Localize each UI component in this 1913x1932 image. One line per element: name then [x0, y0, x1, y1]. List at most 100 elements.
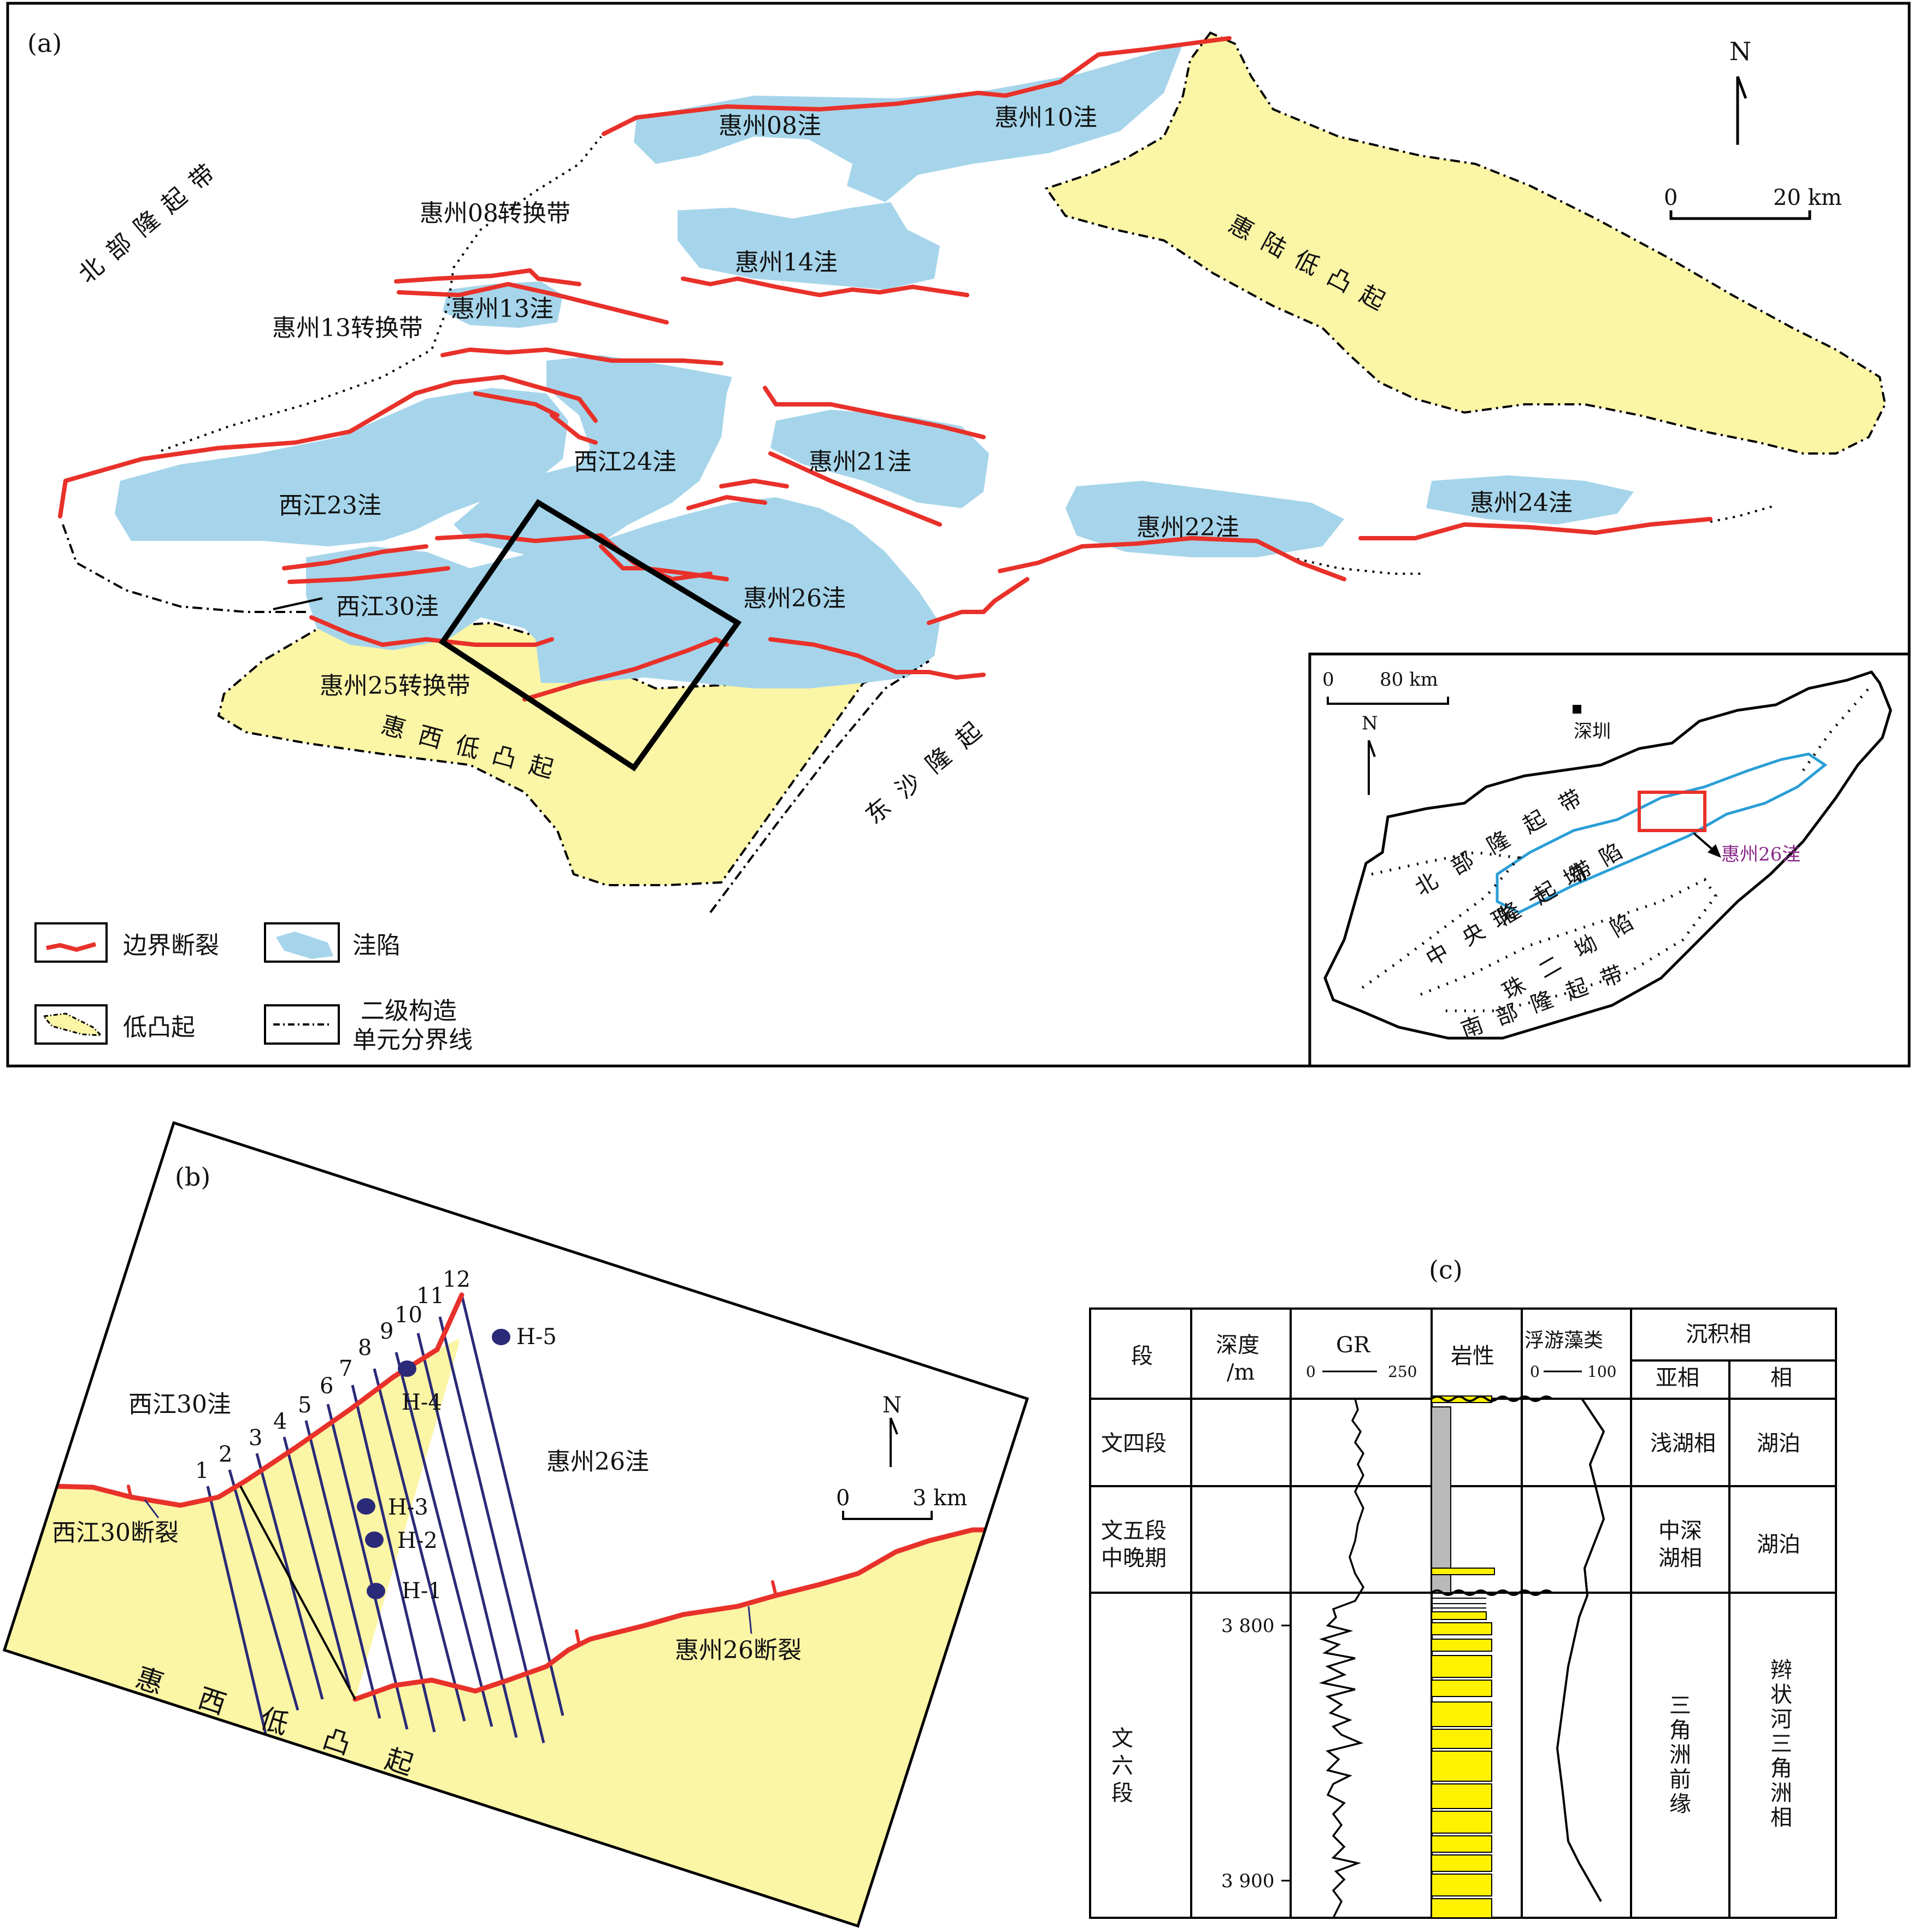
well-h5-marker	[492, 1329, 510, 1345]
well-h1-label: H-1	[402, 1578, 442, 1604]
huixi-low-uplift-area	[217, 621, 902, 886]
label-hz13: 惠州13洼	[451, 295, 554, 323]
inset-scale-end: 80 km	[1380, 669, 1438, 691]
fault-trace-b	[239, 1486, 356, 1700]
sub-mid-2: 湖相	[1658, 1546, 1702, 1571]
well-h2-marker	[365, 1532, 384, 1548]
fault-xj30-b	[287, 566, 450, 584]
fac-braid-6: 洲	[1770, 1781, 1792, 1806]
sub-mid-1: 中深	[1658, 1518, 1702, 1544]
log-header-scales: 0 250 0 100	[1306, 1363, 1616, 1381]
fac-lake-1: 湖泊	[1757, 1431, 1800, 1456]
panel-b-frame	[2, 1121, 1029, 1928]
seismic-line-5	[304, 1420, 381, 1719]
inset-scale-zero: 0	[1322, 669, 1334, 691]
depth-ticks: 3 800 3 900	[1221, 1615, 1291, 1892]
second-order-boundary-north	[161, 136, 602, 452]
header-facies: 沉积相	[1686, 1322, 1751, 1347]
depth-3800: 3 800	[1221, 1615, 1274, 1637]
legend-low-uplift-label: 低凸起	[123, 1014, 195, 1041]
scale-b-zero: 0	[836, 1486, 850, 1511]
well-h4-label: H-4	[402, 1390, 442, 1415]
plk-max: 100	[1587, 1363, 1616, 1381]
legend-boundary-label-1: 二级构造	[361, 997, 457, 1025]
legend-fault-swatch	[46, 942, 97, 952]
huilu-low-uplift-area	[1044, 31, 1887, 455]
header-lithology: 岩性	[1451, 1344, 1494, 1369]
line-label-7: 7	[339, 1356, 352, 1381]
line-label-9: 9	[380, 1319, 393, 1344]
line-label-12: 12	[443, 1267, 470, 1292]
label-hz08: 惠州08洼	[719, 112, 821, 140]
sub-front-1: 三	[1669, 1693, 1691, 1718]
header-depth-unit: /m	[1227, 1360, 1255, 1385]
fault-xj24-mid	[473, 391, 560, 417]
seismic-line-7	[351, 1385, 436, 1733]
fault-hz22	[998, 536, 1346, 581]
seismic-line-4	[282, 1436, 351, 1689]
fault-xj24-south1	[719, 479, 789, 488]
panel-b: (b) 1 2 3 4 5 6 7 8 9 10 11 12 H-1 H-2	[2, 1121, 1029, 1928]
well-labels: H-1 H-2 H-3 H-4 H-5	[388, 1324, 557, 1604]
header-facies-col: 相	[1770, 1365, 1792, 1391]
panel-b-label: (b)	[175, 1162, 210, 1192]
hz21-depression	[770, 410, 989, 508]
line-label-11: 11	[416, 1283, 444, 1309]
well-h3-label: H-3	[388, 1495, 428, 1520]
inset-target-label: 惠州26洼	[1721, 844, 1800, 865]
seismic-lines	[206, 1294, 564, 1743]
fault-hz13b	[397, 282, 669, 325]
sub-front-3: 洲	[1669, 1742, 1691, 1768]
hz26-depression	[470, 497, 940, 688]
label-hz08-transfer: 惠州08转换带	[420, 199, 570, 227]
inset-map: 0 80 km N 深圳 惠州26洼 北部隆起带 珠一坳陷 中央隆起带 珠二坳陷…	[1308, 652, 1911, 1068]
hz26-fault-b	[352, 1527, 1027, 1702]
label-xj30-fault-b: 西江30断裂	[52, 1519, 179, 1547]
seismic-line-6	[326, 1404, 409, 1730]
second-order-boundary-east	[1289, 556, 1421, 575]
north-label-a: N	[1729, 37, 1751, 66]
fault-hz21-bot	[768, 451, 942, 527]
hz24-depression	[1426, 475, 1634, 525]
fault-hz14	[681, 276, 969, 297]
fault-xj23	[58, 375, 598, 519]
line-label-10: 10	[395, 1303, 422, 1328]
second-order-boundary-west	[62, 524, 306, 613]
label-hz26: 惠州26洼	[743, 585, 846, 612]
lithology-column	[1431, 1395, 1495, 1918]
panel-a-label: (a)	[27, 28, 62, 58]
seismic-line-8	[373, 1368, 466, 1722]
gr-curve	[1319, 1398, 1365, 1918]
fault-xj24-inner	[550, 413, 598, 445]
seismic-line-12	[460, 1294, 564, 1716]
label-hz22: 惠州22洼	[1137, 514, 1239, 541]
line-label-1: 1	[195, 1458, 209, 1483]
sub-front-5: 缘	[1669, 1792, 1691, 1817]
header-subfacies: 亚相	[1656, 1365, 1699, 1391]
plankton-curve	[1556, 1398, 1605, 1902]
seismic-line-9	[395, 1352, 493, 1727]
seismic-line-2	[228, 1469, 299, 1711]
fac-braid-5: 角	[1770, 1756, 1792, 1781]
label-hz14: 惠州14洼	[735, 249, 838, 276]
scale-a-end: 20 km	[1773, 185, 1842, 210]
line-label-3: 3	[249, 1426, 262, 1451]
small-fault-tick	[273, 597, 323, 610]
fac-braid-1: 辫	[1770, 1658, 1792, 1683]
fac-braid-3: 河	[1770, 1707, 1792, 1732]
gr-min: 0	[1306, 1363, 1316, 1381]
north-label-b: N	[882, 1393, 902, 1418]
zhu1-depression-outline	[1496, 752, 1828, 914]
north-arrow-a: N	[1729, 37, 1751, 145]
sub-front-2: 角	[1669, 1718, 1691, 1743]
label-hz26-fault-b: 惠州26断裂	[675, 1636, 802, 1664]
xj23-depression	[115, 388, 568, 546]
xj24-depression	[454, 355, 732, 563]
huixi-notch-b	[219, 1486, 355, 1699]
study-area-frame	[438, 499, 742, 771]
label-hz10: 惠州10洼	[994, 104, 1097, 132]
label-xj24: 西江24洼	[574, 448, 676, 476]
plk-min: 0	[1530, 1363, 1540, 1381]
header-plankton: 浮游藻类	[1524, 1329, 1603, 1352]
depth-3900: 3 900	[1221, 1870, 1274, 1892]
